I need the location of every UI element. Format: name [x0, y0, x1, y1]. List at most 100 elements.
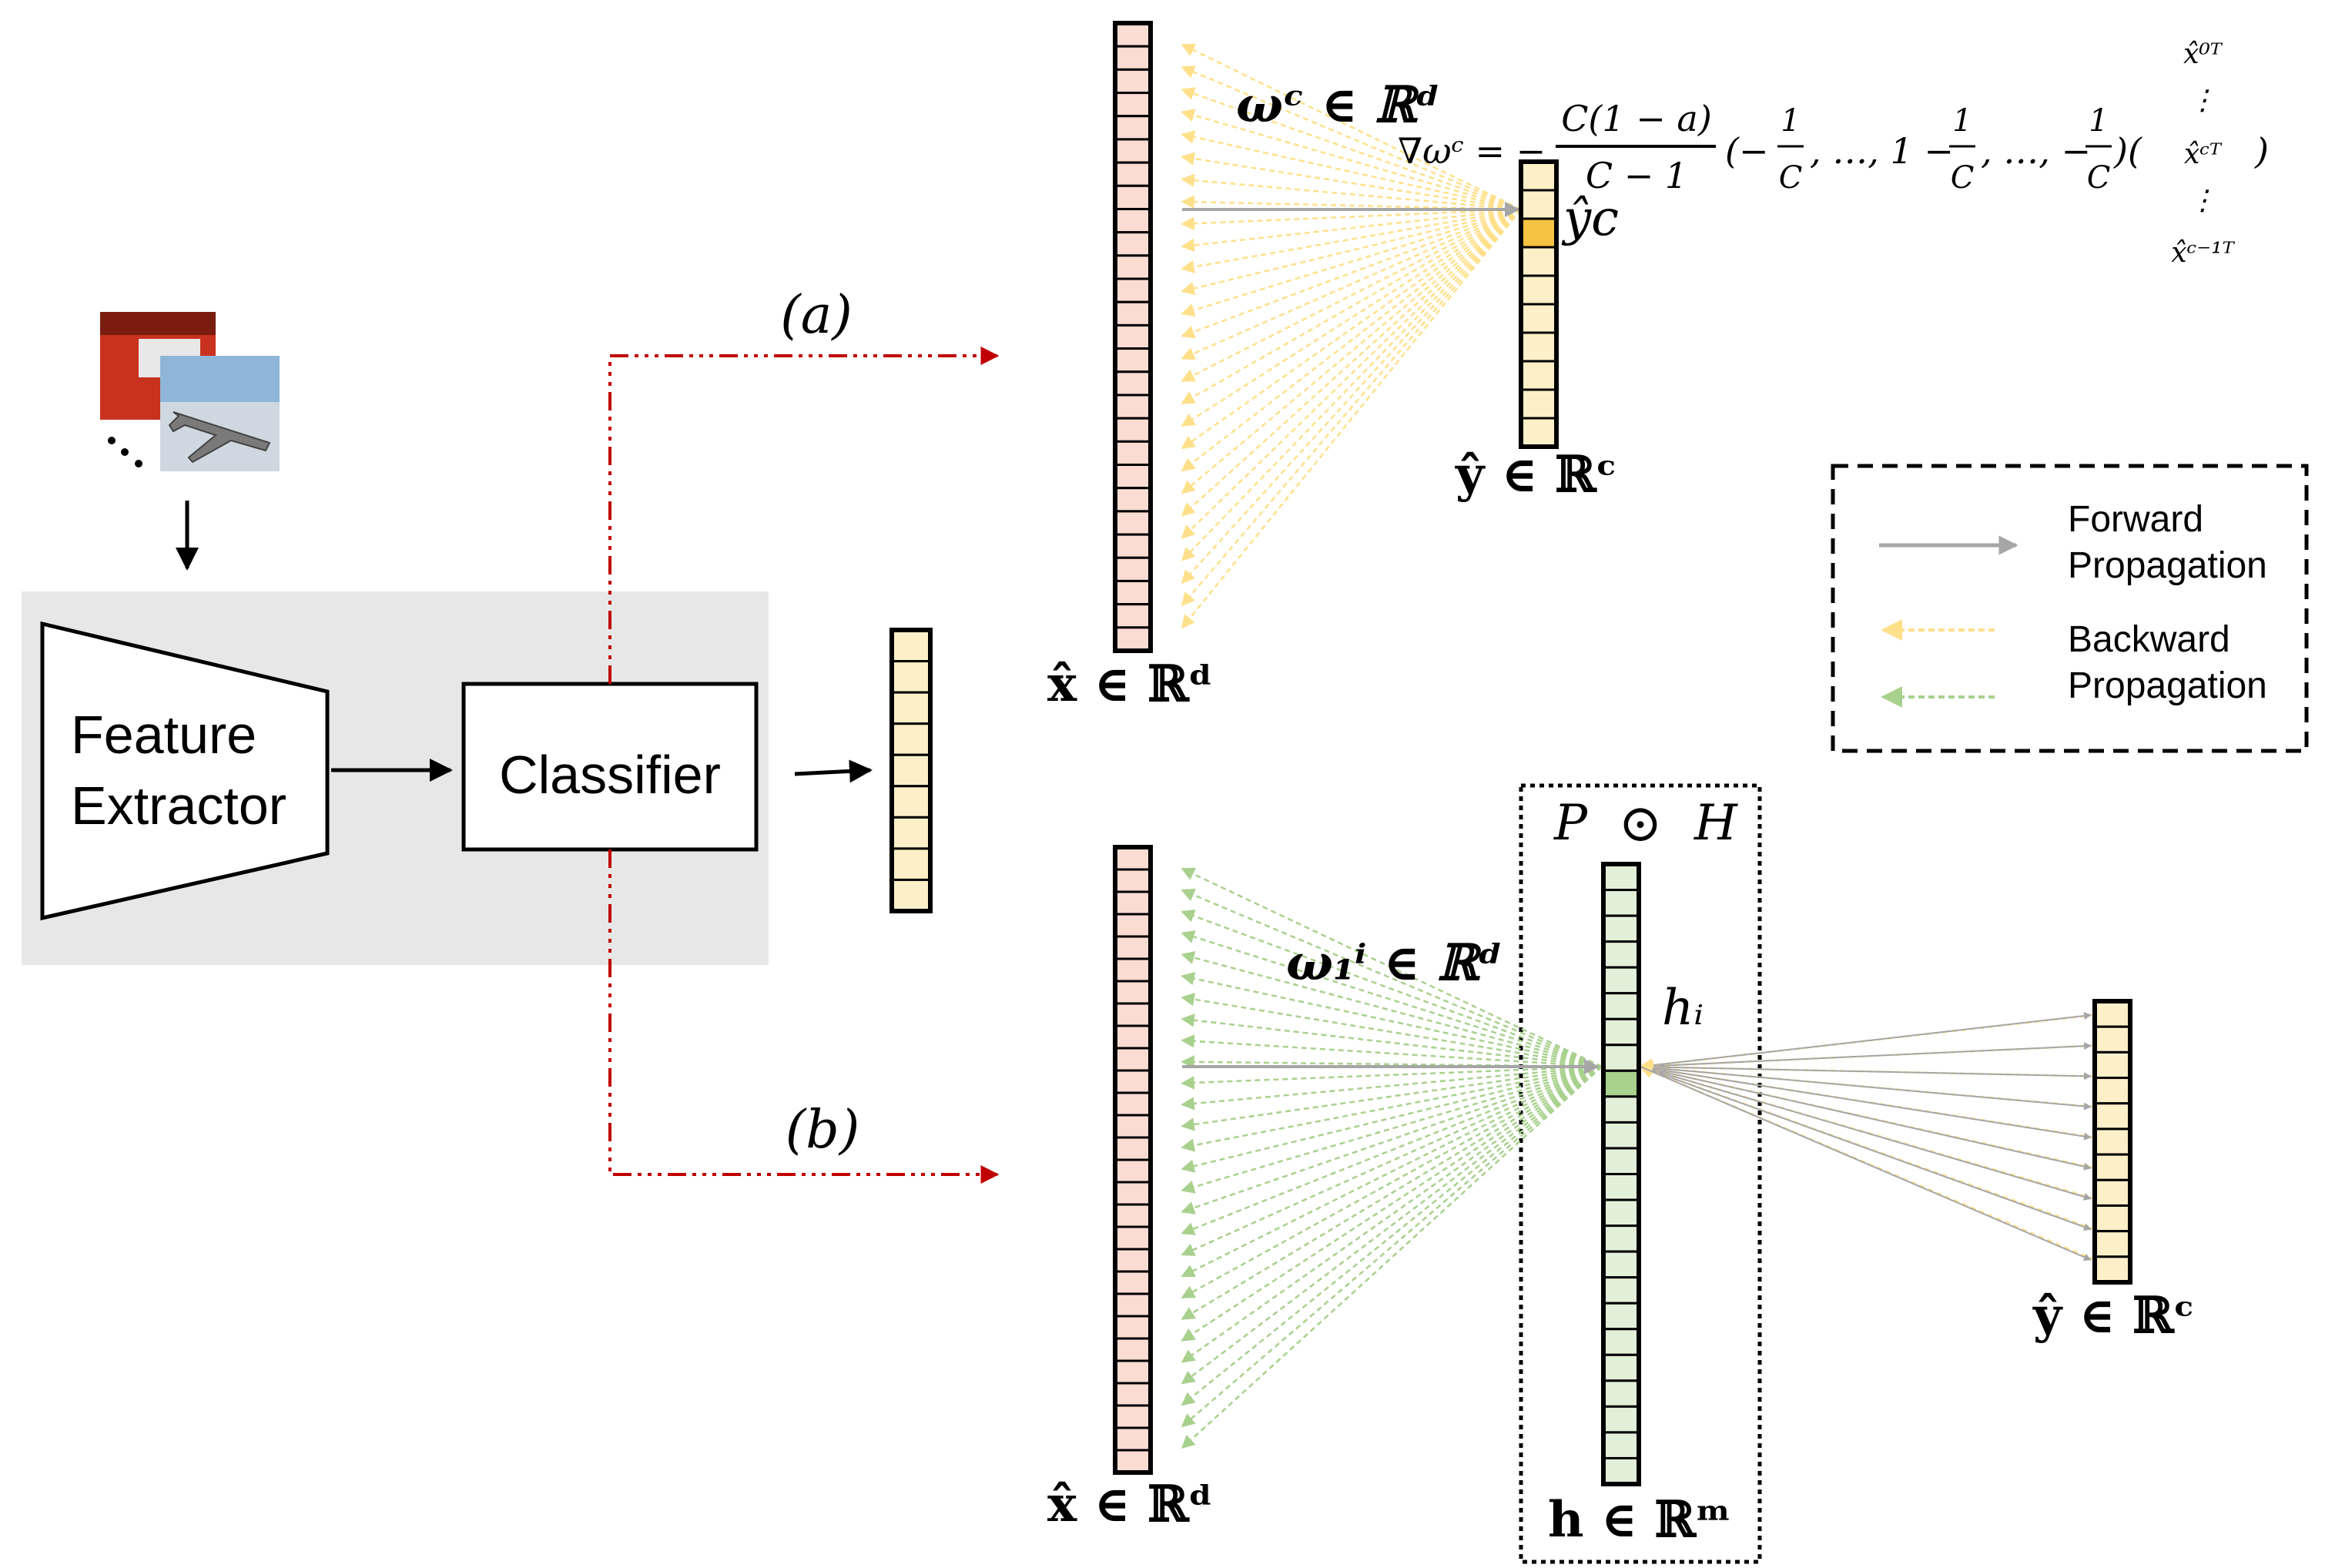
panel-b-hidden-cell: [1602, 1379, 1640, 1408]
branch-a-line: [608, 347, 1000, 684]
panel-a-input-outline: [1113, 21, 1153, 653]
panel-a-input-cell: [1114, 417, 1152, 443]
panel-b-output-cell: [2093, 1000, 2132, 1028]
panel-b-input-cell: [1114, 890, 1152, 916]
panel-b-hidden-cell: [1602, 1431, 1640, 1459]
panel-b-output-backward-line: [1639, 1063, 2096, 1200]
mid-output-cell: [890, 878, 932, 913]
panel-a-backward-line: [1181, 65, 1522, 211]
panel-b-output-forward-line: [1640, 1042, 2092, 1067]
branch-a-label: (a): [780, 285, 853, 346]
panel-b-input-cell: [1114, 1337, 1152, 1362]
panel-a-backward-line: [1181, 208, 1522, 230]
panel-a-input-cell: [1114, 510, 1152, 536]
hidden-op-labels: P ⊙ H: [1553, 793, 1738, 854]
panel-b-hidden-cell: [1602, 1173, 1640, 1201]
panel-b-backward-line: [1181, 888, 1603, 1068]
panel-a-output-outline: [1519, 159, 1559, 449]
panel-b-connections: [1181, 867, 2096, 1449]
panel-b-hidden-cell: [1602, 1302, 1640, 1331]
panel-b-backward-line: [1181, 993, 1603, 1068]
panel-a-backward-line: [1181, 208, 1522, 360]
mid-output-cell: [890, 847, 932, 881]
gradient-vector-close: )(: [2113, 130, 2142, 172]
panel-b-backward-line: [1181, 1065, 1603, 1278]
panel-a-input-cell: [1114, 138, 1152, 164]
panel-a-output-cell: [1519, 331, 1558, 363]
panel-b-output-vector: [2092, 999, 2132, 1285]
panel-b-output-forward-line: [1640, 1012, 2092, 1067]
mid-output-cell: [890, 753, 932, 788]
panel-b-backward-line: [1181, 1014, 1603, 1068]
panel-b-input-cell: [1114, 1069, 1152, 1094]
panel-a-output-cell: [1519, 189, 1558, 220]
svg-text:C: C: [2087, 160, 2111, 196]
matrix-row-1: ⋮: [2189, 85, 2216, 116]
gradient-matrix-close: ): [2254, 130, 2269, 172]
legend: Forward Propagation Backward Propagation: [1831, 464, 2309, 753]
gradient-formula: ∇ωᶜ = − C(1 − a) C − 1 (− 1 C , …, 1 − 1…: [1398, 39, 2269, 269]
panel-b-input-cell: [1114, 1047, 1152, 1072]
panel-a-input-cell: [1114, 184, 1152, 210]
panel-b-hidden-cell: [1602, 1044, 1640, 1072]
panel-b-backward-line: [1181, 1065, 1603, 1111]
legend-box: [1831, 464, 2309, 753]
panel-a-input-cell: [1114, 440, 1152, 467]
panel-a-output-cell: [1519, 274, 1558, 306]
mid-output-cell: [890, 816, 932, 850]
panel-a-input-cell: [1114, 370, 1152, 397]
panel-b-hidden-cell: [1602, 1121, 1640, 1150]
panel-a-input-cell: [1114, 300, 1152, 327]
matrix-row-4: x̂ᶜ⁻¹ᵀ: [2171, 237, 2235, 269]
panel-b-input-outline: [1113, 845, 1153, 1475]
gradient-lhs: ∇ωᶜ = −: [1398, 130, 1546, 172]
panel-a-connections: [1181, 43, 1522, 629]
panel-a-input-cell: [1114, 533, 1152, 559]
panel-b-hidden-cell: [1602, 1353, 1640, 1382]
panel-b-hidden-cell: [1602, 1250, 1640, 1279]
panel-b-input-cell: [1114, 957, 1152, 983]
panel-a-backward-line: [1181, 209, 1522, 561]
panel-b-backward-line: [1181, 1065, 1603, 1235]
panel-b-input-vector: [1113, 845, 1153, 1475]
panel-b-output-forward-line: [1640, 1066, 2092, 1171]
panel-a-backward-line: [1181, 208, 1522, 317]
panel-a-input-vector: [1113, 21, 1153, 653]
panel-b-hidden-cell: [1602, 966, 1640, 995]
panel-a-input-cell: [1114, 579, 1152, 606]
panel-a-backward-line: [1181, 209, 1522, 585]
panel-b-backward-line: [1181, 1065, 1603, 1320]
panel-b-backward-line: [1181, 1065, 1603, 1152]
panel-a-input-cell: [1114, 254, 1152, 280]
panel-b-hidden-unit-label: hᵢ: [1662, 980, 1704, 1037]
panel-b-hidden-cell: [1602, 992, 1640, 1020]
classifier-to-output-arrow: [794, 759, 873, 783]
panel-b-input-cell: [1114, 1114, 1152, 1139]
panel-a-input-cell: [1114, 323, 1152, 350]
panel-b-input-cell: [1114, 935, 1152, 960]
panel-b-backward-line: [1181, 909, 1603, 1068]
panel-b-weight-label: ω₁ⁱ ∈ ℝᵈ: [1286, 934, 1503, 992]
op-dot: ⊙: [1619, 793, 1663, 854]
panel-b-output-cell: [2093, 1255, 2132, 1284]
feature-extractor-label: Feature Extractor: [71, 705, 286, 836]
panel-a-input-cell: [1114, 603, 1152, 629]
panel-a-backward-line: [1181, 208, 1522, 427]
panel-b-hidden-cell: [1602, 863, 1640, 892]
panel-b-hidden-cell: [1602, 1456, 1640, 1486]
panel-a-output-cell: [1519, 303, 1558, 334]
panel-b-hidden-label: h ∈ ℝᵐ: [1548, 1491, 1731, 1549]
panel-b-input-cell: [1114, 1091, 1152, 1117]
panel-b-input-label: x̂ ∈ ℝᵈ: [1047, 1476, 1213, 1533]
panel-a-input-cell: [1114, 277, 1152, 303]
mid-output-cell: [890, 660, 932, 694]
panel-b-input-cell: [1114, 1449, 1152, 1474]
panel-b-input-cell: [1114, 1426, 1152, 1452]
panel-a-input-cell: [1114, 556, 1152, 582]
panel-b-input-cell: [1114, 1024, 1152, 1050]
panel-b-backward-line: [1181, 1066, 1603, 1428]
panel-b-backward-line: [1181, 972, 1603, 1068]
panel-a-input-cell: [1114, 464, 1152, 490]
panel-a-backward-line: [1181, 130, 1522, 211]
panel-b-backward-line: [1181, 1065, 1603, 1194]
